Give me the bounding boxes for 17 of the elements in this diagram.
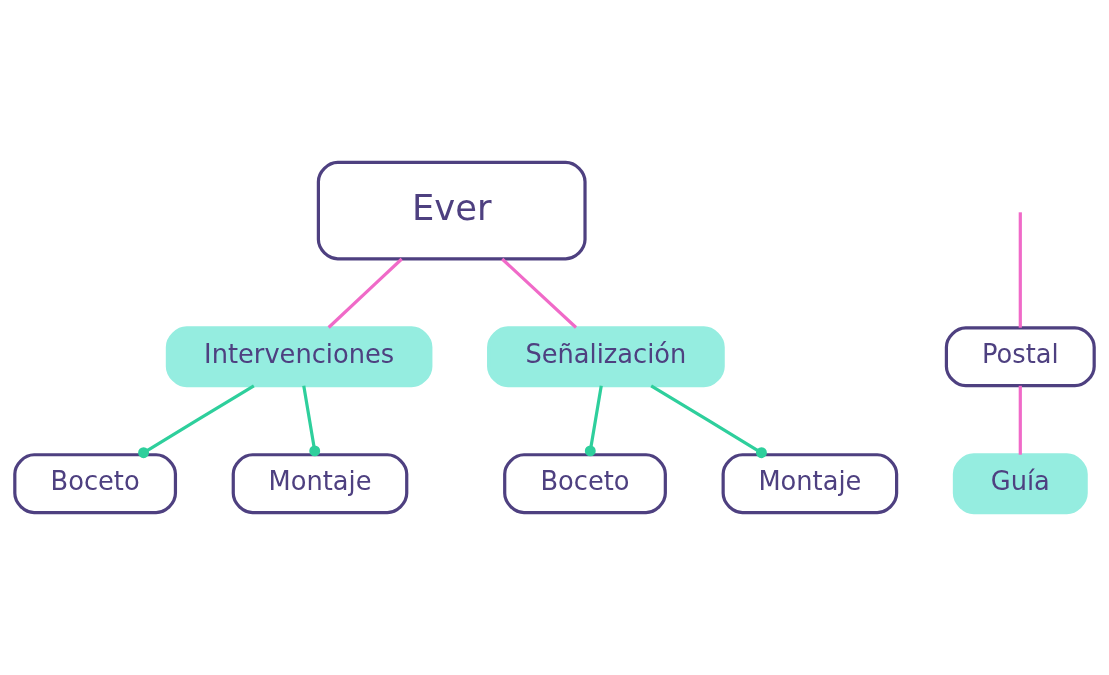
connector: [501, 257, 578, 329]
node-box: Montaje: [721, 453, 899, 515]
node-box: Boceto: [503, 453, 667, 515]
node-box: Señalización: [487, 326, 725, 388]
node-box: Postal: [944, 326, 1096, 388]
connector: [1018, 212, 1022, 328]
connector: [650, 384, 767, 459]
node-box: Ever: [316, 160, 587, 261]
node-box: Boceto: [13, 453, 178, 515]
connector: [302, 385, 321, 457]
connector: [138, 384, 255, 459]
connector: [584, 385, 603, 457]
node-box: Montaje: [231, 453, 409, 515]
node-box: Intervenciones: [165, 326, 433, 388]
node-box: Guía: [952, 453, 1088, 515]
connector: [327, 257, 403, 329]
connector: [1018, 385, 1022, 455]
